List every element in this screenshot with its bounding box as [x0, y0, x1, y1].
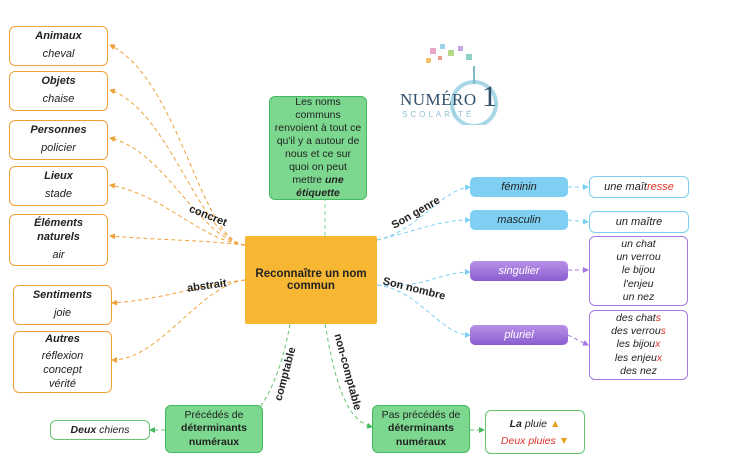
example-pluriel: des chats des verrous les bijoux les enj… [589, 310, 688, 380]
logo-graphic [426, 44, 498, 125]
example-word: les enjeux [614, 351, 663, 364]
node-feminin: féminin [470, 177, 568, 197]
category-example: réflexion [41, 350, 84, 363]
node-text: Précédés de [184, 409, 244, 422]
category-example: policier [41, 142, 76, 154]
example-word: des chats [616, 312, 661, 325]
node-text: Pas précédés de [381, 409, 461, 422]
example-wrong: Deux pluies [500, 434, 556, 447]
example-word: les bijoux [616, 338, 661, 351]
thumbs-down-icon: ▼ [558, 434, 570, 447]
category-title: Sentiments [32, 289, 93, 302]
example-rest: chiens [99, 424, 130, 436]
numero1-logo: NUMÉRO 1 SCOLARITÉ [398, 40, 518, 125]
category-example: vérité [49, 377, 76, 390]
example-singulier: un chat un verrou le bijou l'enjeu un ne… [589, 236, 688, 306]
example-word: des nez [620, 364, 657, 377]
category-example: concept [43, 364, 82, 376]
example-word: un chat [621, 238, 656, 251]
central-topic: Reconnaître un nom commun [245, 236, 377, 324]
example-word: un verrou [616, 251, 661, 264]
node-comptable: Précédés de déterminants numéraux [165, 405, 263, 453]
node-non-comptable: Pas précédés de déterminants numéraux [372, 405, 470, 453]
example-word: un nez [622, 290, 655, 303]
category-title: Autres [45, 332, 80, 345]
category-example: chaise [42, 93, 75, 105]
example-ending: resse [646, 181, 674, 193]
node-bold-text: déterminants numéraux [181, 422, 247, 448]
category-elements-naturels: Éléments naturels air [9, 214, 108, 266]
category-sentiments: Sentiments joie [13, 285, 112, 325]
category-example: cheval [42, 48, 75, 60]
category-title: Lieux [44, 170, 73, 183]
example-rest: pluie [524, 417, 548, 430]
example-word: le bijou [621, 264, 656, 277]
definition-note: Les noms communs renvoient à tout ce qu'… [269, 96, 367, 200]
category-title: Éléments naturels [34, 217, 83, 244]
node-bold-text: déterminants numéraux [388, 422, 454, 448]
example-non-comptable: La pluie ▲ Deux pluies ▼ [485, 410, 585, 454]
category-example: air [52, 248, 65, 261]
category-example: joie [53, 307, 72, 319]
logo-digit: 1 [482, 80, 497, 113]
example-masculin: un maître [589, 211, 689, 233]
example-base: une maît [604, 181, 647, 193]
node-singulier: singulier [470, 261, 568, 281]
thumbs-up-icon: ▲ [549, 417, 561, 430]
logo-text: NUMÉRO [400, 90, 477, 109]
category-personnes: Personnes policier [9, 120, 108, 160]
node-masculin: masculin [470, 210, 568, 230]
category-title: Animaux [35, 30, 82, 43]
node-pluriel: pluriel [470, 325, 568, 345]
category-title: Objets [41, 75, 76, 88]
category-autres: Autres réflexion concept vérité [13, 331, 112, 393]
example-bold: La [509, 417, 522, 430]
definition-text: Les noms communs renvoient à tout ce qu'… [274, 95, 362, 187]
example-word: des verrous [611, 325, 666, 338]
example-word: l'enjeu [623, 277, 654, 290]
definition-emphasis: une étiquette [296, 174, 344, 200]
category-title: Personnes [30, 124, 87, 137]
example-comptable: Deux chiens [50, 420, 150, 440]
category-animaux: Animaux cheval [9, 26, 108, 66]
category-lieux: Lieux stade [9, 166, 108, 206]
logo-subtext: SCOLARITÉ [402, 110, 475, 119]
category-objets: Objets chaise [9, 71, 108, 111]
category-example: stade [45, 188, 72, 200]
example-bold: Deux [70, 424, 97, 436]
